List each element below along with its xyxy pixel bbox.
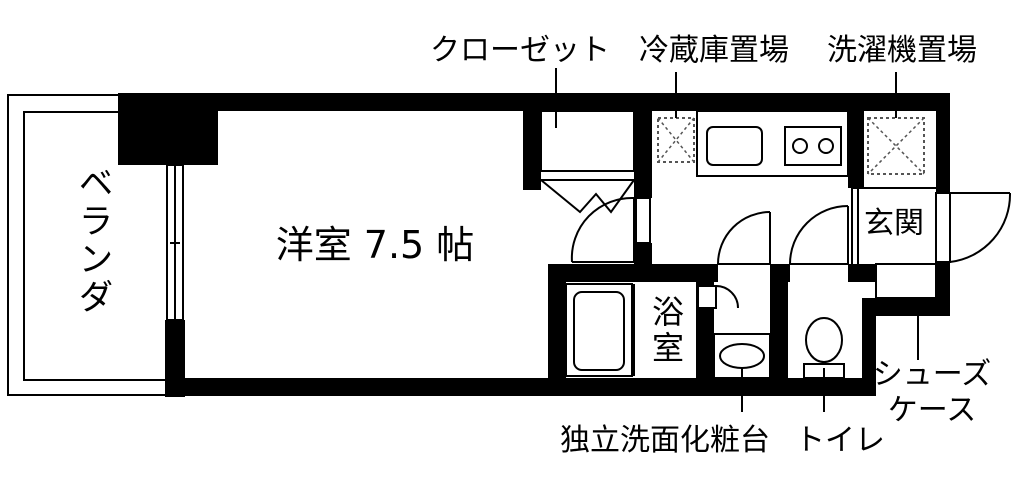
veranda-label: ベランダ — [79, 164, 113, 318]
fridge-space — [657, 117, 695, 163]
entrance-step — [851, 187, 936, 264]
washer-space-label: 洗濯機置場 — [827, 33, 977, 68]
bathroom-label: 浴室 — [652, 293, 684, 367]
bathroom-door — [717, 211, 771, 265]
balcony-window — [166, 164, 184, 321]
fridge-space-label: 冷蔵庫置場 — [639, 33, 789, 68]
entrance-door — [935, 192, 1012, 263]
closet — [540, 110, 635, 214]
toilet-door — [789, 205, 849, 265]
western-room-label: 洋室 7.5 帖 — [276, 223, 475, 267]
leader-lines — [555, 68, 919, 412]
shoe-case — [875, 263, 937, 299]
exterior-walls — [118, 93, 950, 397]
vanity-label: 独立洗面化粧台 — [560, 423, 770, 458]
bathtub — [565, 283, 635, 377]
shoe-case-label: シューズケース — [873, 357, 992, 428]
room-door — [570, 196, 651, 263]
toilet-label: トイレ — [795, 423, 885, 458]
washer-space — [867, 117, 925, 175]
closet-label: クローゼット — [430, 33, 610, 68]
kitchen-counter — [696, 110, 849, 177]
entrance-label: 玄関 — [864, 206, 924, 241]
